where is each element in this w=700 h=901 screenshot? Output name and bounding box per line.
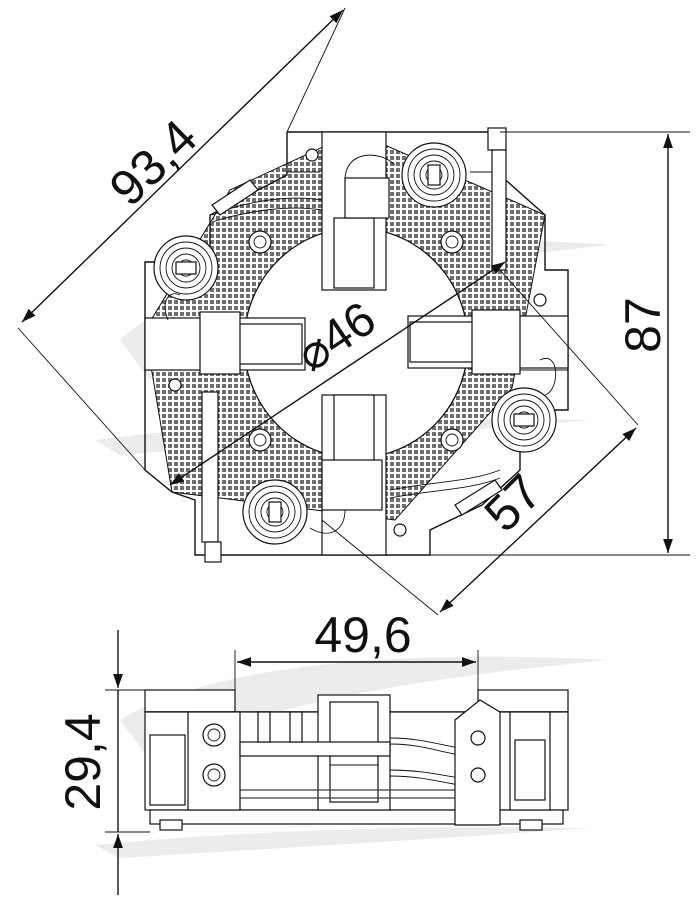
side-view [144, 689, 569, 831]
spring-right [491, 387, 557, 453]
dimension-87: 87 [430, 131, 690, 556]
brush-holder-left [144, 311, 306, 375]
dimension-label-93-4: 93,4 [99, 109, 208, 217]
terminal-pin-bottom [201, 391, 222, 563]
brush-holder-top [321, 131, 390, 291]
dimension-label-87: 87 [615, 297, 671, 353]
dimension-29-4: 29,4 [55, 630, 150, 895]
dimension-49-6: 49,6 [234, 607, 479, 690]
spring-left [153, 235, 219, 301]
terminal-pin-top [487, 127, 507, 271]
dimension-label-57: 57 [474, 464, 553, 543]
brush-holder-bottom [321, 394, 387, 556]
spring-bottom-left [242, 479, 308, 545]
dimension-label-49-6: 49,6 [314, 607, 411, 663]
spring-top-right [401, 142, 467, 208]
dimension-label-29-4: 29,4 [55, 713, 111, 810]
